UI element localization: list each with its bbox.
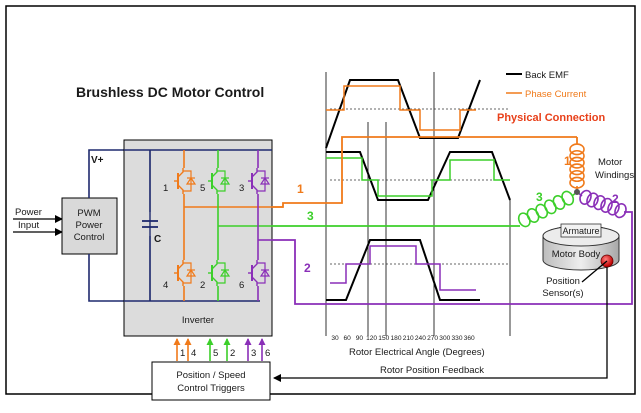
motor-windings-label-line1: Motor (598, 157, 622, 168)
motor-body-cylinder (542, 223, 620, 271)
back-emf-phase2 (326, 239, 480, 301)
back-emf-phase1 (325, 79, 481, 149)
angle-tick-150: 150 (378, 335, 389, 342)
physical-connection-label: Physical Connection (497, 112, 605, 124)
position-speed-triggers-block (151, 361, 271, 401)
phase2-current (330, 245, 476, 291)
phase1-wire (272, 136, 577, 208)
dc-bus-rails (88, 149, 124, 302)
armature-label: Armature (562, 226, 599, 236)
igbt-switch-4 (174, 260, 197, 286)
angle-tick-180: 180 (390, 335, 401, 342)
angle-tick-90: 90 (356, 335, 364, 342)
igbt-switch-6 (248, 260, 271, 286)
trigger-number-4: 4 (191, 348, 196, 359)
pwm-label-line1: PWM (77, 208, 100, 219)
igbt-switches (174, 168, 271, 286)
angle-tick-30: 30 (331, 335, 339, 342)
angle-tick-60: 60 (344, 335, 352, 342)
trigger-number-1: 1 (180, 348, 185, 359)
switch-number-6: 6 (239, 280, 244, 291)
switch-number-2: 2 (200, 280, 205, 291)
phase2-wire (272, 211, 633, 305)
inverter-label: Inverter (182, 315, 214, 326)
vplus-label: V+ (91, 155, 104, 166)
pwm-label-line2: Power (76, 220, 103, 231)
back-emf-phase3 (326, 151, 511, 201)
phase3-number: 3 (307, 209, 314, 223)
angle-tick-300: 300 (439, 335, 450, 342)
switch-number-1: 1 (163, 183, 168, 194)
angle-tick-240: 240 (415, 335, 426, 342)
winding-number-3: 3 (536, 190, 543, 204)
position-sensor-label-line2: Sensor(s) (542, 288, 583, 299)
position-sensor-label-line1: Position (546, 276, 580, 287)
angle-tick-270: 270 (427, 335, 438, 342)
winding-number-2: 2 (612, 192, 619, 206)
switch-number-5: 5 (200, 183, 205, 194)
phase1-number: 1 (297, 182, 304, 196)
x-axis-label: Rotor Electrical Angle (Degrees) (349, 347, 485, 358)
switch-number-4: 4 (163, 280, 168, 291)
feedback-label: Rotor Position Feedback (380, 365, 484, 376)
angle-tick-330: 330 (451, 335, 462, 342)
igbt-switch-1 (174, 168, 197, 194)
igbt-switch-2 (208, 260, 231, 286)
pwm-label-line3: Control (74, 232, 105, 243)
trigger-number-5: 5 (213, 348, 218, 359)
triggers-label-line1: Position / Speed (176, 370, 245, 381)
star-point (574, 189, 580, 195)
motor-windings (517, 143, 627, 228)
motor-body-label: Motor Body (552, 249, 601, 260)
triggers-label-line2: Control Triggers (177, 383, 245, 394)
angle-tick-210: 210 (403, 335, 414, 342)
legend-back-emf: Back EMF (525, 70, 569, 81)
legend-phase-current: Phase Current (525, 89, 587, 100)
igbt-switch-3 (248, 168, 271, 194)
power-input-label-line1: Power (15, 207, 42, 218)
waveform-grid (325, 72, 511, 336)
switch-number-3: 3 (239, 183, 244, 194)
phase3-current (326, 157, 510, 197)
armature-box (560, 223, 602, 238)
motor-windings-label-line2: Windings (595, 170, 634, 181)
diagram-title: Brushless DC Motor Control (76, 84, 264, 100)
sensor-pointer (581, 260, 608, 283)
capacitor-label: C (154, 234, 161, 245)
angle-tick-360: 360 (464, 335, 475, 342)
trigger-number-2: 2 (230, 348, 235, 359)
angle-tick-120: 120 (366, 335, 377, 342)
inverter-block (123, 139, 273, 337)
winding-number-1: 1 (564, 154, 571, 168)
trigger-number-6: 6 (265, 348, 270, 359)
phase2-number: 2 (304, 261, 311, 275)
winding-1-coil (569, 143, 585, 189)
power-input-label-line2: Input (18, 220, 39, 231)
igbt-switch-5 (208, 168, 231, 194)
rotor-position-feedback-line (273, 267, 608, 382)
trigger-number-3: 3 (251, 348, 256, 359)
phase1-current (326, 85, 476, 131)
